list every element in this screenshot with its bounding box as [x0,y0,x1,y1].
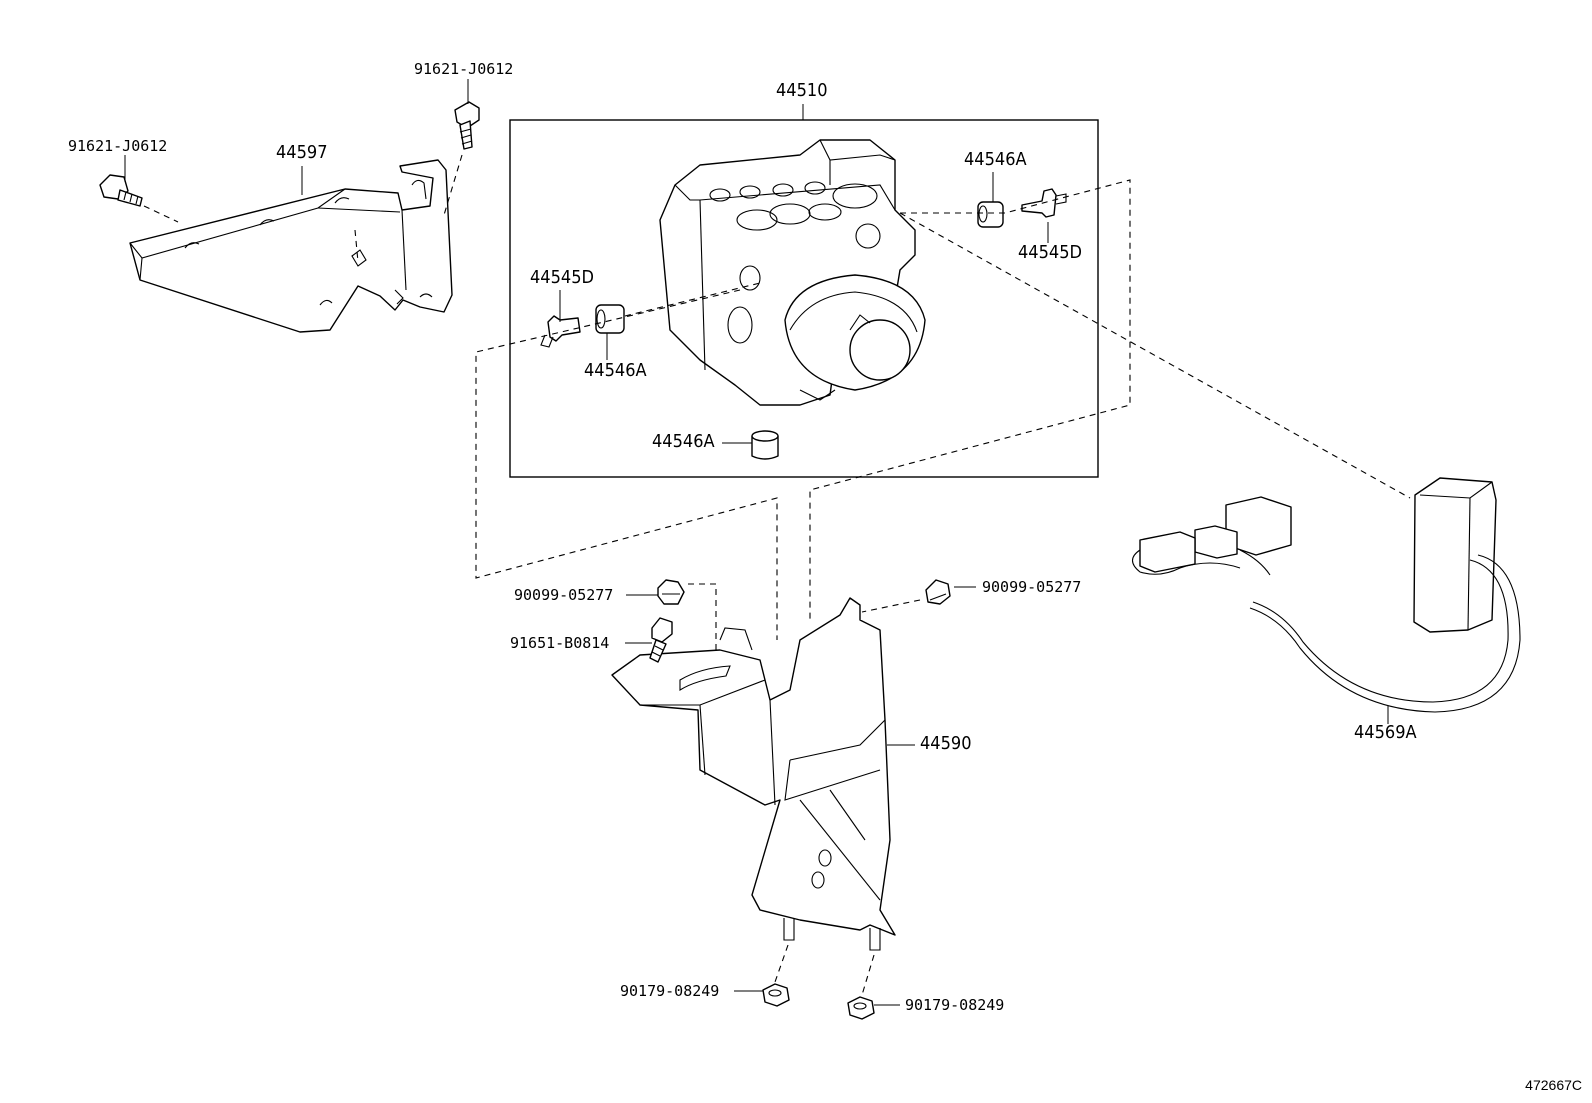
nut-icon-bottom-left [762,983,790,1007]
actuator-assy-box [509,119,1099,478]
label-cushion-left: 44546A [584,360,647,381]
label-bracket-upper: 44597 [276,142,328,163]
label-bolt-top: 91621-J0612 [414,60,514,78]
label-harness: 44569A [1354,722,1417,743]
nut-icon-left [657,579,685,605]
label-bolt-left: 91621-J0612 [68,137,168,155]
label-nut-bottom-left: 90179-08249 [620,982,720,1000]
stud-icon-right [1021,188,1067,218]
label-bracket-lower: 44590 [920,733,972,754]
nut-icon-bottom-right [847,996,875,1020]
lower-bracket-44590 [611,597,896,936]
label-bolt-bracket: 91651-B0814 [510,634,610,652]
label-stud-right: 44545D [1018,242,1082,263]
label-cushion-top-right: 44546A [964,149,1027,170]
nut-icon-right [925,579,951,605]
stud-icon-left [540,315,581,348]
bolt-icon-top [454,101,480,150]
cushion-icon-bottom [751,430,779,460]
label-nut-left: 90099-05277 [514,586,614,604]
wire-harness-44569A [1131,477,1521,713]
label-actuator-assy: 44510 [776,80,828,101]
bolt-icon-left [99,174,143,207]
diagram-id: 472667C [1525,1077,1582,1093]
cushion-icon-left [595,304,625,334]
bolt-icon-bracket [649,617,673,663]
label-nut-right: 90099-05277 [982,578,1082,596]
upper-bracket-44597 [129,159,453,333]
label-stud-left: 44545D [530,267,594,288]
abs-actuator-drawing [659,139,926,406]
cushion-icon-top-right [977,201,1004,228]
label-nut-bottom-right: 90179-08249 [905,996,1005,1014]
label-cushion-bottom: 44546A [652,431,715,452]
